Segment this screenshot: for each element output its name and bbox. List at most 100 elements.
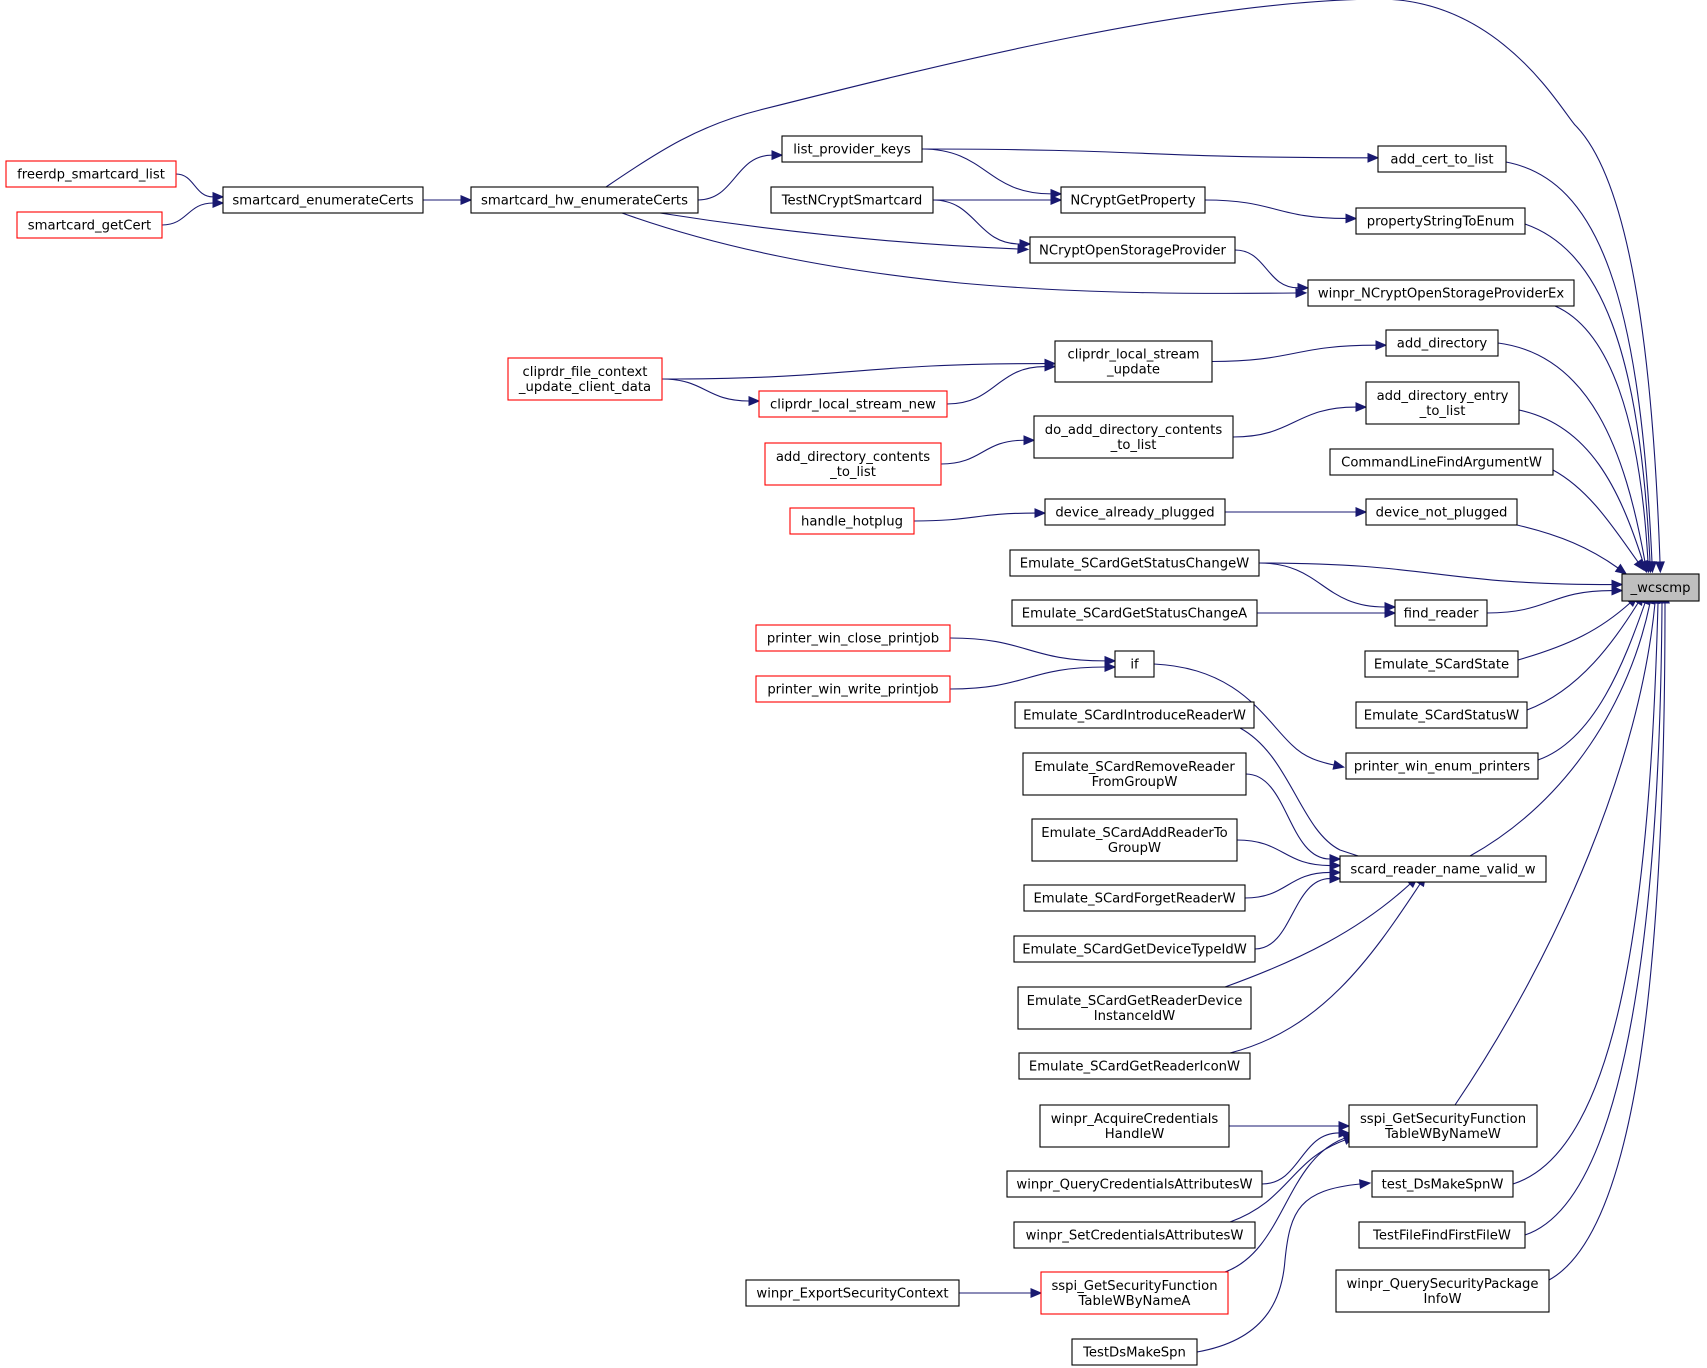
edge-printer_win_write_printjob-to-if: [949, 662, 1117, 690]
node-box: [1006, 1170, 1263, 1198]
edge-Emulate_SCardGetReaderDeviceInstanceIdW-to-scard_reader_name_valid_w: [1224, 876, 1419, 988]
arrow-head: [1023, 435, 1036, 446]
edge-line: [605, 0, 1661, 563]
arrow-head: [1050, 188, 1063, 199]
edge-line: [621, 212, 1297, 294]
edge-line: [921, 148, 1052, 195]
node-box: [745, 1279, 960, 1307]
node-winpr_ExportSecurityContext[interactable]: winpr_ExportSecurityContext: [745, 1279, 960, 1307]
edge-cliprdr_local_stream_update-to-add_directory: [1211, 340, 1388, 363]
node-label: TestFileFindFirstFileW: [1372, 1229, 1511, 1244]
edge-line: [1469, 602, 1651, 857]
node-cliprdr_local_stream_update[interactable]: cliprdr_local_stream_update: [1054, 340, 1213, 383]
edge-Emulate_SCardIntroduceReaderW-to-scard_reader_name_valid_w: [1239, 727, 1412, 873]
node-freerdp_smartcard_list[interactable]: freerdp_smartcard_list: [5, 160, 177, 188]
node-smartcard_hw_enumerateCerts[interactable]: smartcard_hw_enumerateCerts: [470, 186, 699, 214]
node-Emulate_SCardForgetReaderW[interactable]: Emulate_SCardForgetReaderW: [1023, 884, 1246, 912]
node-box: [1348, 1104, 1538, 1148]
edge-line: [697, 154, 773, 201]
node-winpr_QueryCredentialsAttributesW[interactable]: winpr_QueryCredentialsAttributesW: [1006, 1170, 1263, 1198]
node-Emulate_SCardGetReaderIconW[interactable]: Emulate_SCardGetReaderIconW: [1018, 1052, 1251, 1080]
node-Emulate_SCardGetStatusChangeA[interactable]: Emulate_SCardGetStatusChangeA: [1011, 599, 1258, 627]
node-box: [1385, 329, 1499, 357]
node-printer_win_enum_printers[interactable]: printer_win_enum_printers: [1345, 752, 1539, 780]
node-device_already_plugged[interactable]: device_already_plugged: [1044, 498, 1226, 526]
edge-cliprdr_local_stream_new-to-cliprdr_local_stream_update: [946, 361, 1057, 405]
node-TestNCryptSmartcard[interactable]: TestNCryptSmartcard: [770, 186, 934, 214]
edge-line: [946, 366, 1046, 405]
node-label: cliprdr_file_context: [523, 365, 648, 380]
node-if[interactable]: if: [1114, 650, 1155, 678]
node-device_not_plugged[interactable]: device_not_plugged: [1365, 498, 1518, 526]
node-Emulate_SCardState[interactable]: Emulate_SCardState: [1364, 650, 1519, 678]
node-label: InstanceIdW: [1094, 1009, 1175, 1024]
node-box: [764, 442, 942, 486]
node-do_add_directory_contents_to_list[interactable]: do_add_directory_contents_to_list: [1033, 415, 1234, 459]
node-box: [1621, 573, 1700, 602]
nodes-layer: _wcscmpfreerdp_smartcard_listsmartcard_g…: [5, 135, 1700, 1366]
node-test_DsMakeSpnW[interactable]: test_DsMakeSpnW: [1371, 1170, 1514, 1198]
node-handle_hotplug[interactable]: handle_hotplug: [789, 507, 915, 535]
node-label: Emulate_SCardGetReaderDevice: [1027, 994, 1243, 1009]
node-Emulate_SCardGetDeviceTypeIdW[interactable]: Emulate_SCardGetDeviceTypeIdW: [1013, 935, 1256, 963]
edge-line: [1229, 883, 1421, 1054]
arrow-head: [1034, 508, 1047, 519]
node-printer_win_write_printjob[interactable]: printer_win_write_printjob: [755, 675, 951, 703]
arrow-head: [1329, 867, 1342, 878]
arrow-head: [748, 396, 761, 406]
node-TestDsMakeSpn[interactable]: TestDsMakeSpn: [1071, 1338, 1198, 1366]
node-box: [470, 186, 699, 214]
node-smartcard_getCert[interactable]: smartcard_getCert: [16, 211, 163, 239]
node-box: [1377, 145, 1507, 173]
node-NCryptOpenStorageProvider[interactable]: NCryptOpenStorageProvider: [1029, 236, 1236, 264]
node-Emulate_SCardGetStatusChangeW[interactable]: Emulate_SCardGetStatusChangeW: [1009, 549, 1260, 577]
node-propertyStringToEnum[interactable]: propertyStringToEnum: [1355, 207, 1526, 235]
edge-line: [1486, 590, 1613, 614]
node-printer_win_close_printjob[interactable]: printer_win_close_printjob: [755, 624, 951, 652]
edge-cliprdr_file_context_update_client_data-to-cliprdr_local_stream_new: [661, 378, 761, 406]
node-scard_reader_name_valid_w[interactable]: scard_reader_name_valid_w: [1339, 855, 1547, 883]
node-label: _to_list: [829, 465, 876, 480]
edge-Emulate_SCardGetReaderIconW-to-scard_reader_name_valid_w: [1229, 874, 1427, 1054]
node-label: cliprdr_local_stream_new: [770, 398, 936, 413]
node-box: [1039, 1104, 1230, 1148]
node-add_cert_to_list[interactable]: add_cert_to_list: [1377, 145, 1507, 173]
node-Emulate_SCardIntroduceReaderW[interactable]: Emulate_SCardIntroduceReaderW: [1014, 701, 1255, 729]
node-add_directory[interactable]: add_directory: [1385, 329, 1499, 357]
node-box: [1071, 1338, 1198, 1366]
node-add_directory_entry_to_list[interactable]: add_directory_entry_to_list: [1365, 381, 1520, 425]
node-add_directory_contents_to_list[interactable]: add_directory_contents_to_list: [764, 442, 942, 486]
node-list_provider_keys[interactable]: list_provider_keys: [781, 135, 923, 163]
node-winpr_SetCredentialsAttributesW[interactable]: winpr_SetCredentialsAttributesW: [1013, 1221, 1256, 1249]
arrow-head: [212, 191, 225, 202]
node-label: add_directory_contents: [776, 450, 930, 465]
node-label: device_already_plugged: [1055, 506, 1214, 521]
node-TestFileFindFirstFileW[interactable]: TestFileFindFirstFileW: [1358, 1221, 1526, 1249]
node-CommandLineFindArgumentW[interactable]: CommandLineFindArgumentW: [1329, 448, 1554, 476]
node-label: Emulate_SCardIntroduceReaderW: [1023, 709, 1246, 724]
arrow-head: [1345, 213, 1358, 224]
edge-if-to-printer_win_enum_printers: [1153, 663, 1346, 770]
node-winpr_NCryptOpenStorageProviderEx[interactable]: winpr_NCryptOpenStorageProviderEx: [1307, 279, 1575, 307]
node-box: [5, 160, 177, 188]
edge-line: [1552, 469, 1639, 563]
edge-line: [1234, 249, 1299, 289]
node-Emulate_SCardStatusW[interactable]: Emulate_SCardStatusW: [1355, 701, 1528, 729]
node-label: propertyStringToEnum: [1367, 215, 1515, 230]
node-find_reader[interactable]: find_reader: [1394, 599, 1488, 627]
arrow-head: [1611, 579, 1624, 590]
node-smartcard_enumerateCerts[interactable]: smartcard_enumerateCerts: [222, 186, 424, 214]
node-box: [1365, 498, 1518, 526]
node-cliprdr_local_stream_new[interactable]: cliprdr_local_stream_new: [758, 390, 948, 418]
node-cliprdr_file_context_update_client_data[interactable]: cliprdr_file_context_update_client_data: [507, 357, 663, 401]
node-box: [1335, 1269, 1550, 1313]
node-label: handle_hotplug: [801, 515, 903, 530]
node-NCryptGetProperty[interactable]: NCryptGetProperty: [1060, 186, 1206, 214]
